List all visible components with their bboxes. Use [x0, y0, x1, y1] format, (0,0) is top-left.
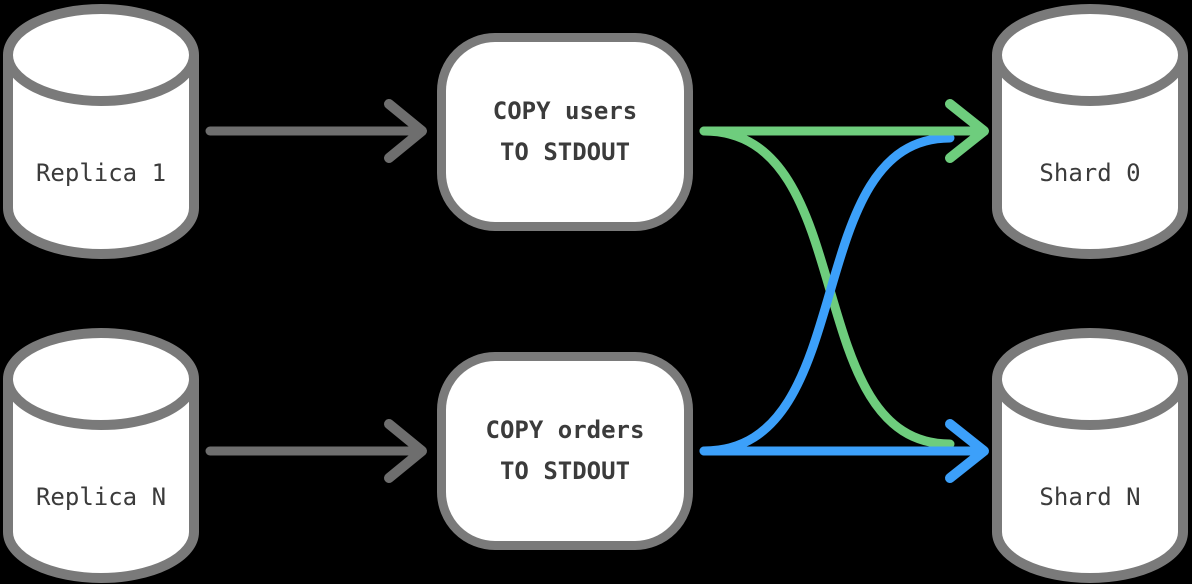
arrowhead-replica1-to-copy-users — [384, 99, 427, 163]
node-replica-1: Replica 1 — [2, 3, 200, 259]
node-label-shard-n: Shard N — [1039, 483, 1141, 511]
database-icon — [3, 328, 199, 583]
edge-copy-users-to-shardN-curve — [699, 126, 955, 449]
arrowhead-to-shard0 — [945, 99, 989, 163]
database-icon — [992, 328, 1188, 583]
process-label-line1: COPY orders — [485, 416, 645, 444]
node-shard-0: Shard 0 — [991, 3, 1189, 259]
node-label-replica-1: Replica 1 — [35, 159, 167, 187]
node-label-replica-n: Replica N — [35, 483, 167, 511]
node-shard-n: Shard N — [991, 327, 1189, 583]
arrowhead-to-shardN — [945, 419, 989, 483]
node-copy-orders: COPY orders TO STDOUT — [437, 352, 693, 550]
edge-copy-orders-to-shard0-curve — [699, 133, 955, 456]
node-copy-users: COPY users TO STDOUT — [437, 33, 693, 231]
process-label-line1: COPY users — [492, 97, 638, 125]
process-label-line2: TO STDOUT — [499, 138, 631, 166]
node-label-shard-0: Shard 0 — [1039, 159, 1141, 187]
database-icon — [992, 4, 1188, 259]
arrowhead-replicaN-to-copy-orders — [384, 419, 427, 483]
database-icon — [3, 4, 199, 259]
process-label-line2: TO STDOUT — [499, 457, 631, 485]
node-replica-n: Replica N — [2, 327, 200, 583]
